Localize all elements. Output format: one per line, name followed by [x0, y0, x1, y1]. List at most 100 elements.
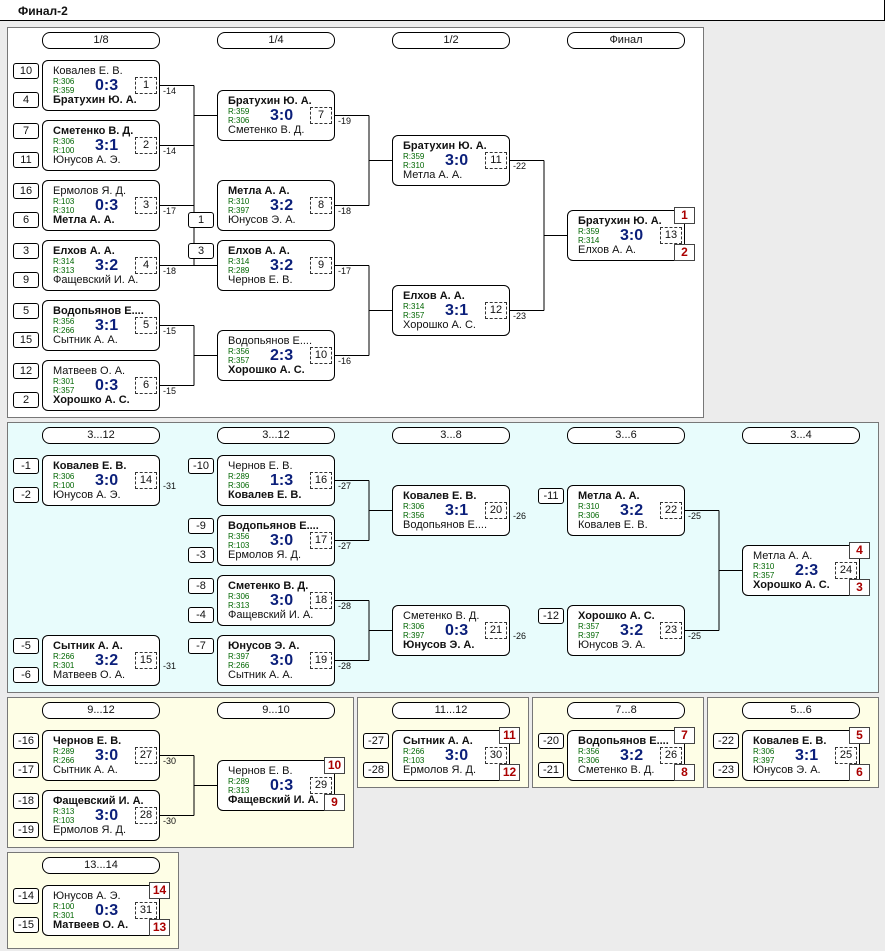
player-a-rating: R:306 [53, 472, 75, 481]
player-a-rating: R:357 [578, 622, 600, 631]
place-badge-a: 11 [499, 727, 520, 744]
round-label: 1/2 [392, 32, 510, 49]
player-a-rating: R:306 [53, 77, 75, 86]
player-a-rating: R:314 [403, 302, 425, 311]
next-match-ref: -27 [338, 541, 352, 551]
match-score: 3:0 [270, 107, 294, 124]
place-badge-b: 3 [849, 579, 870, 596]
seed-b: 2 [13, 392, 39, 408]
player-a-name: Чернов Е. В. [53, 735, 122, 747]
player-a-name: Юнусов Э. А. [228, 640, 300, 652]
match-score: 1:3 [270, 472, 294, 489]
place-badge-a: 7 [674, 727, 695, 744]
player-a-rating: R:310 [753, 562, 775, 571]
match-score: 3:1 [445, 502, 469, 519]
player-a-name: Водопьянов Е.... [228, 520, 319, 532]
player-a-name: Сытник А. А. [53, 640, 123, 652]
player-a-rating: R:310 [228, 197, 250, 206]
player-a-name: Ермолов Я. Д. [53, 185, 127, 197]
round-label: 7...8 [567, 702, 685, 719]
seed-b: -4 [188, 607, 214, 623]
match-score: 3:2 [95, 257, 119, 274]
match-score: 3:1 [445, 302, 469, 319]
match-score: 3:2 [620, 622, 644, 639]
round-label: 13...14 [42, 857, 160, 874]
round-label: 9...10 [217, 702, 335, 719]
match-number: 3 [135, 197, 157, 214]
round-label: 5...6 [742, 702, 860, 719]
match-score: 3:0 [620, 227, 644, 244]
seed-b: 6 [13, 212, 39, 228]
match-score: 3:1 [95, 137, 119, 154]
player-b-rating: R:289 [228, 266, 250, 275]
window-title: Финал-2 [18, 4, 68, 18]
next-match-ref: -22 [513, 161, 527, 171]
player-a-rating: R:313 [53, 807, 75, 816]
place-badge-b: 13 [149, 919, 170, 936]
next-match-ref: -16 [338, 356, 352, 366]
match-number: 24 [835, 562, 857, 579]
player-b-name: Хорошко А. С. [228, 364, 305, 376]
match-score: 3:0 [95, 807, 119, 824]
player-b-name: Елхов А. А. [578, 244, 636, 256]
seed-b: 9 [13, 272, 39, 288]
seed-a: -10 [188, 458, 214, 474]
match-number: 19 [310, 652, 332, 669]
player-a-rating: R:359 [228, 107, 250, 116]
player-b-rating: R:313 [228, 786, 250, 795]
match-number: 20 [485, 502, 507, 519]
player-a-rating: R:306 [228, 592, 250, 601]
player-b-name: Метла А. А. [403, 169, 463, 181]
seed-a: 12 [13, 363, 39, 379]
place-badge-a: 1 [674, 207, 695, 224]
player-a-name: Метла А. А. [753, 550, 813, 562]
next-match-ref: -27 [338, 481, 352, 491]
seed-a: 7 [13, 123, 39, 139]
seed-b: -6 [13, 667, 39, 683]
match-score: 3:2 [270, 257, 294, 274]
player-b-name: Чернов Е. В. [228, 274, 293, 286]
player-a-name: Матвеев О. А. [53, 365, 126, 377]
match-score: 0:3 [95, 77, 119, 94]
match-score: 3:0 [95, 747, 119, 764]
match-number: 25 [835, 747, 857, 764]
match-number: 4 [135, 257, 157, 274]
player-a-rating: R:310 [578, 502, 600, 511]
round-label: 3...12 [217, 427, 335, 444]
player-a-name: Водопьянов Е.... [53, 305, 144, 317]
seed-a: -11 [538, 488, 564, 504]
seed-b: -17 [13, 762, 39, 778]
window-title-bar: Финал-2 [0, 0, 885, 21]
